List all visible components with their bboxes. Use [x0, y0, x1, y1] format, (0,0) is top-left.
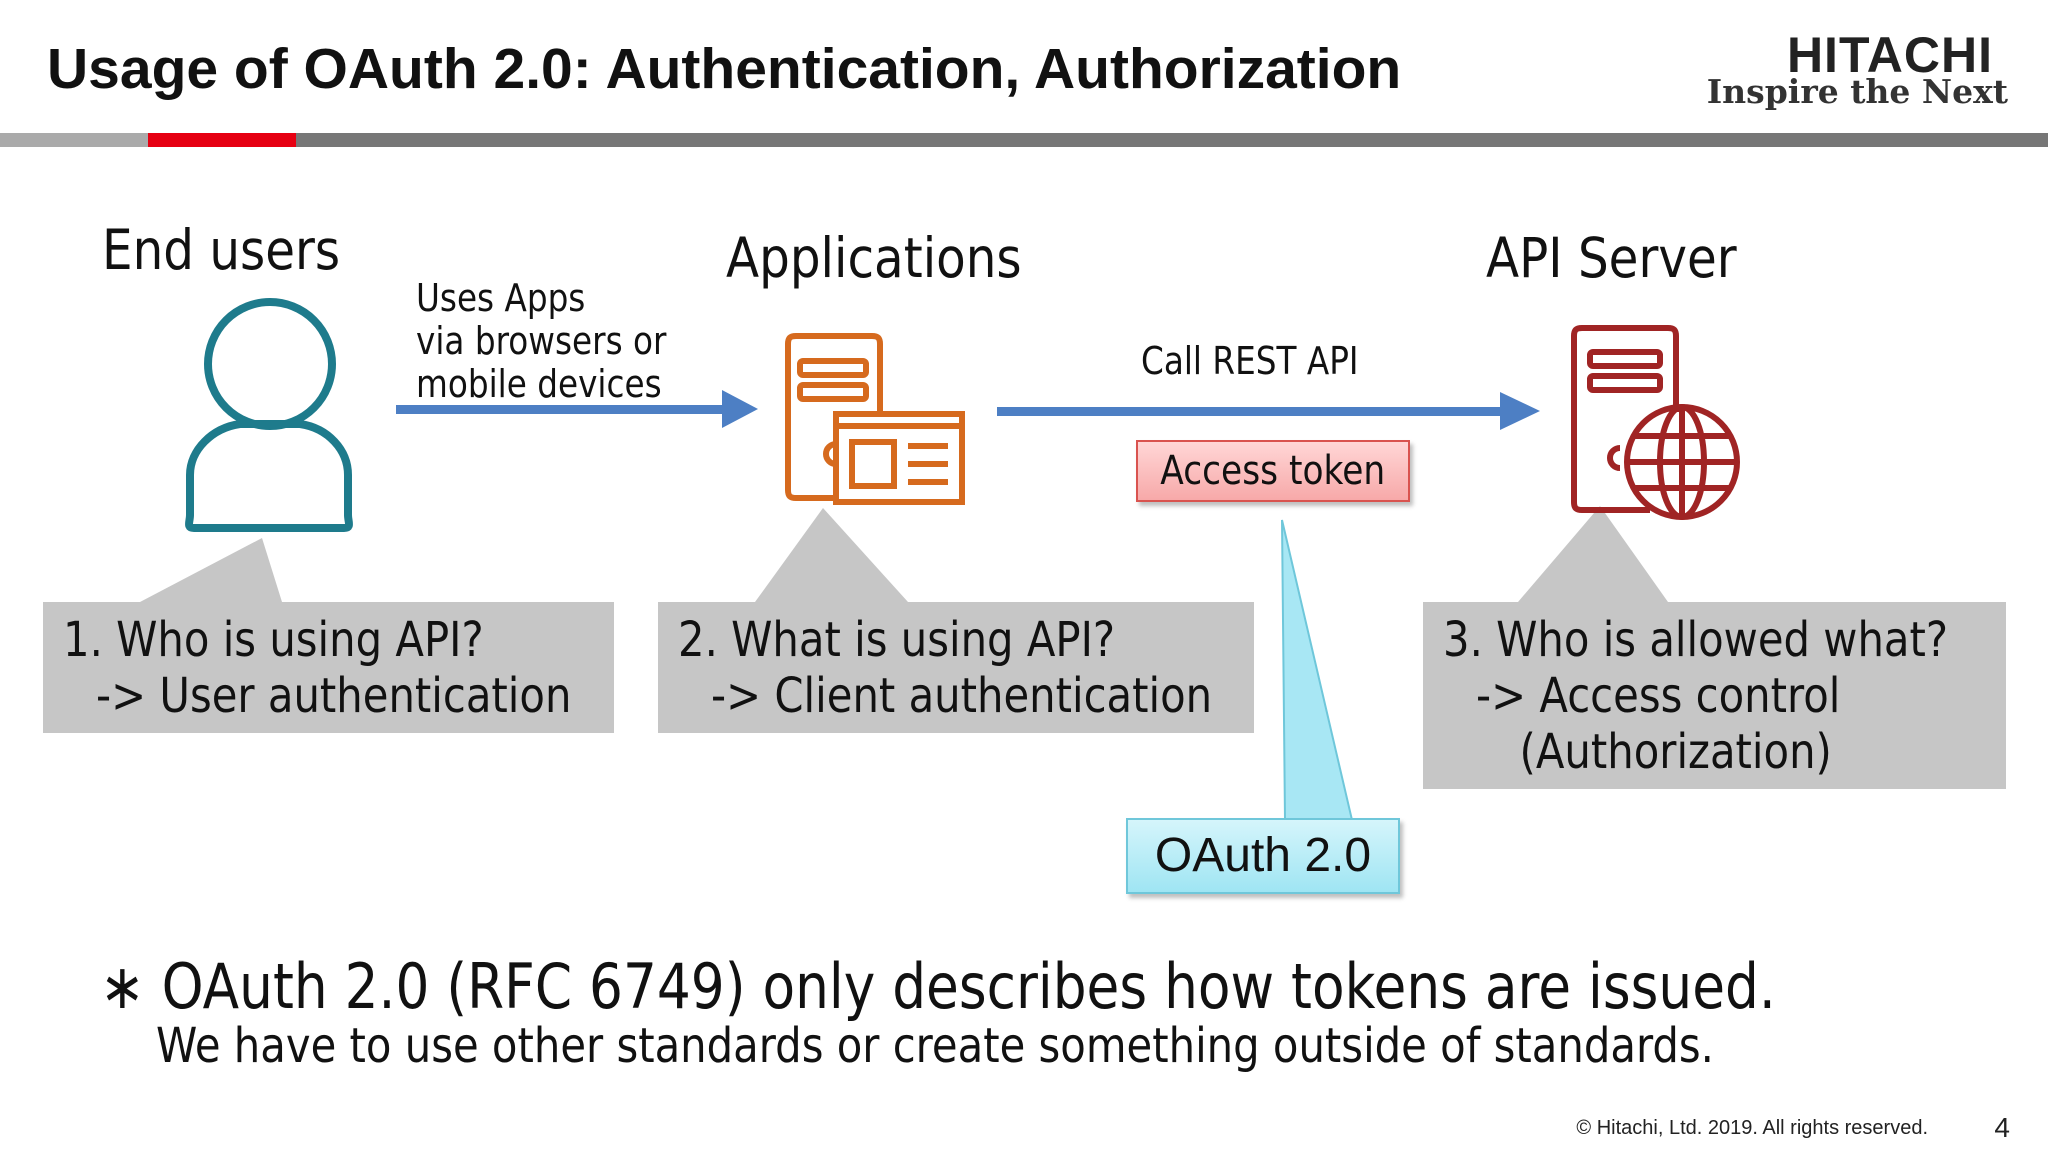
- note-line-1: ∗ OAuth 2.0 (RFC 6749) only describes ho…: [100, 950, 1776, 1023]
- user-icon: [185, 298, 353, 532]
- access-token-box: Access token: [1136, 440, 1410, 502]
- edge-label-call-rest-api: Call REST API: [1141, 339, 1359, 383]
- callout-access-control: 3. Who is allowed what? -> Access contro…: [1423, 602, 2006, 789]
- callout-pointer-1: [140, 538, 282, 602]
- edge-label-line: mobile devices: [416, 362, 662, 406]
- node-heading-end-users: End users: [102, 218, 341, 282]
- header-divider: [0, 133, 2048, 147]
- arrow-uses-apps: [396, 390, 758, 428]
- callout-client-authentication: 2. What is using API? -> Client authenti…: [658, 602, 1254, 733]
- callout-line: -> Access control: [1476, 668, 1841, 724]
- edge-label-line: Uses Apps: [416, 276, 586, 320]
- arrow-call-rest-api: [997, 392, 1540, 430]
- access-token-label: Access token: [1160, 448, 1386, 494]
- header-divider-segment: [0, 133, 148, 147]
- api-server-icon: [1571, 325, 1740, 520]
- callout-line: 3. Who is allowed what?: [1443, 612, 1949, 668]
- logo-tagline: Inspire the Next: [1706, 72, 2008, 111]
- note-line-2: We have to use other standards or create…: [156, 1018, 1714, 1074]
- node-heading-api-server: API Server: [1486, 226, 1737, 290]
- callout-pointer-2: [755, 508, 908, 602]
- note-text-1: OAuth 2.0 (RFC 6749) only describes how …: [161, 950, 1776, 1023]
- callout-line: 1. Who is using API?: [63, 612, 484, 668]
- copyright-text: © Hitachi, Ltd. 2019. All rights reserve…: [1576, 1117, 1928, 1139]
- callout-line: 2. What is using API?: [678, 612, 1116, 668]
- page-title: Usage of OAuth 2.0: Authentication, Auth…: [47, 37, 1402, 101]
- callout-user-authentication: 1. Who is using API? -> User authenticat…: [43, 602, 614, 733]
- oauth-label: OAuth 2.0: [1154, 829, 1372, 882]
- page-number: 4: [1994, 1112, 2010, 1143]
- header-accent-bar: [148, 133, 296, 147]
- application-icon: [785, 333, 965, 505]
- callout-line: (Authorization): [1519, 724, 1832, 780]
- edge-label-line: via browsers or: [416, 319, 667, 363]
- oauth-pointer: [1281, 519, 1354, 821]
- edge-label-uses-apps: Uses Apps via browsers or mobile devices: [416, 277, 666, 406]
- callout-line: -> User authentication: [96, 668, 572, 724]
- note-bullet: ∗: [100, 950, 145, 1023]
- callout-pointer-3: [1518, 506, 1668, 602]
- node-heading-applications: Applications: [726, 226, 1022, 290]
- oauth-label-box: OAuth 2.0: [1126, 818, 1400, 894]
- logo-wordmark: HITACHI: [1786, 27, 1993, 83]
- callout-line: -> Client authentication: [711, 668, 1213, 724]
